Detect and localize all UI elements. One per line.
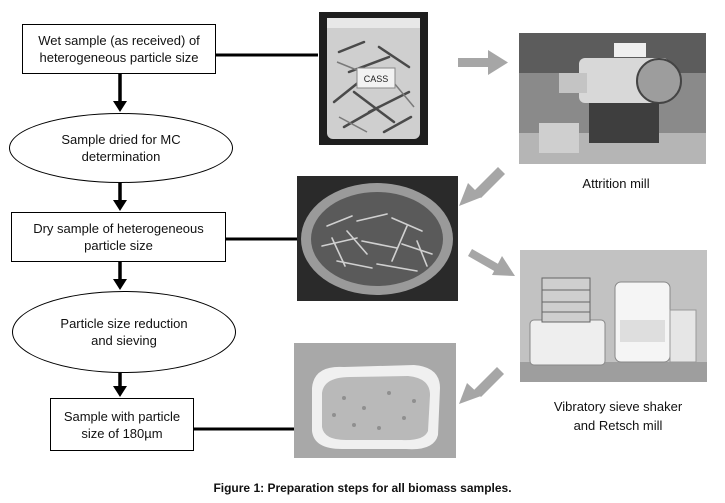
photo-final-sample <box>294 343 456 458</box>
step-reduction: Particle size reduction and sieving <box>12 291 236 373</box>
photo-attrition-mill <box>519 33 706 164</box>
flow-arrowhead-3 <box>113 279 127 290</box>
step-dried: Sample dried for MC determination <box>9 113 233 183</box>
step-dry-sample-text: Dry sample of heterogeneous particle siz… <box>33 221 204 253</box>
label-attrition-mill: Attrition mill <box>582 176 650 191</box>
step-final-sample-text: Sample with particle size of 180µm <box>63 408 181 441</box>
photo-wet-sample-bag: CASS <box>319 12 428 145</box>
grey-arrow-from-shaker <box>459 367 504 404</box>
photo-dry-sample-tray <box>297 176 458 301</box>
flow-arrowhead-4 <box>113 386 127 397</box>
step-wet-sample-text: Wet sample (as received) of heterogeneou… <box>38 33 200 65</box>
figure-caption: Figure 1: Preparation steps for all biom… <box>213 481 512 495</box>
flow-arrowhead-2 <box>113 200 127 211</box>
step-dried-text: Sample dried for MC determination <box>61 132 181 164</box>
step-wet-sample: Wet sample (as received) of heterogeneou… <box>22 24 216 74</box>
grey-arrow-to-mill <box>458 50 508 75</box>
grey-arrow-from-mill <box>459 167 505 206</box>
grey-arrow-to-shaker <box>468 249 515 276</box>
bag-tag-text: CASS <box>364 74 389 84</box>
step-dry-sample: Dry sample of heterogeneous particle siz… <box>11 212 226 262</box>
label-sieve-shaker: Vibratory sieve shaker and Retsch mill <box>553 399 683 433</box>
flow-arrowhead-1 <box>113 101 127 112</box>
step-reduction-text: Particle size reduction and sieving <box>60 316 188 348</box>
photo-sieve-shaker <box>520 250 707 382</box>
step-final-sample: Sample with particle size of 180µm <box>50 398 194 451</box>
